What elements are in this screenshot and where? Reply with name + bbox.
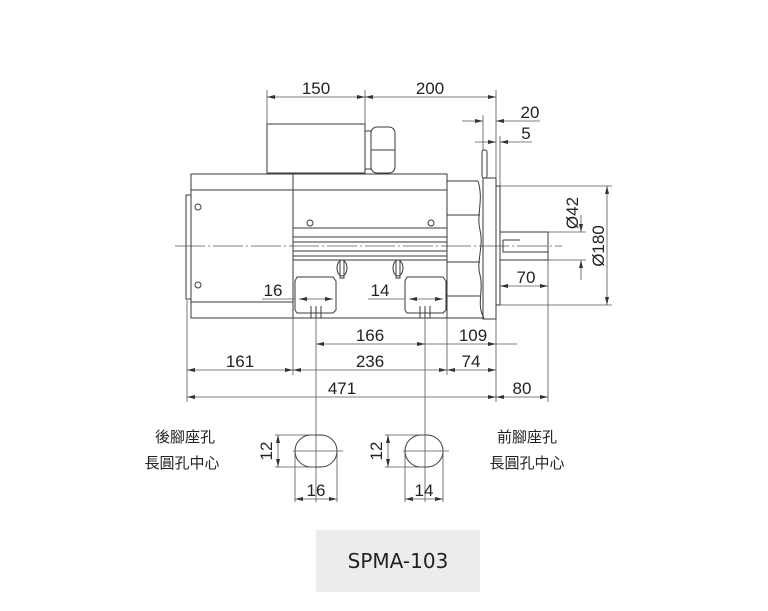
front-slot-detail [385, 434, 449, 502]
dim-20: 20 [521, 103, 540, 122]
rear-foot [294, 276, 337, 318]
dim-80: 80 [513, 379, 532, 398]
rear-slot-label-1: 後腳座孔 [155, 428, 215, 446]
front-slot-width: 14 [415, 481, 434, 500]
dim-16-foot: 16 [264, 281, 283, 300]
extension-lines [186, 90, 612, 502]
front-slot-height: 12 [367, 442, 386, 461]
rear-slot-label-2: 長圓孔中心 [144, 454, 219, 472]
model-label: SPMA-103 [316, 530, 480, 592]
dim-200: 200 [416, 79, 444, 98]
terminal-box [266, 123, 396, 174]
rear-slot-width: 16 [307, 481, 326, 500]
dimension-lines [187, 95, 609, 399]
flange [447, 149, 501, 320]
dim-spigot-diameter: Ø180 [589, 225, 608, 267]
rear-slot-detail [275, 434, 343, 502]
dim-14-foot: 14 [371, 281, 390, 300]
front-slot-label-2: 長圓孔中心 [489, 454, 564, 472]
dim-shaft-diameter: Ø42 [563, 197, 582, 229]
dim-471: 471 [328, 379, 356, 398]
front-slot-label-1: 前腳座孔 [497, 428, 557, 446]
dim-70: 70 [517, 268, 536, 287]
rear-slot-height: 12 [257, 442, 276, 461]
dim-150: 150 [302, 79, 330, 98]
dim-236: 236 [356, 352, 384, 371]
motor-body [185, 173, 448, 319]
front-foot [404, 276, 447, 318]
dim-161: 161 [226, 352, 254, 371]
dim-109: 109 [459, 326, 487, 345]
shaft [499, 231, 549, 261]
dim-5: 5 [521, 124, 530, 143]
dim-166: 166 [356, 326, 384, 345]
dim-74: 74 [462, 352, 481, 371]
